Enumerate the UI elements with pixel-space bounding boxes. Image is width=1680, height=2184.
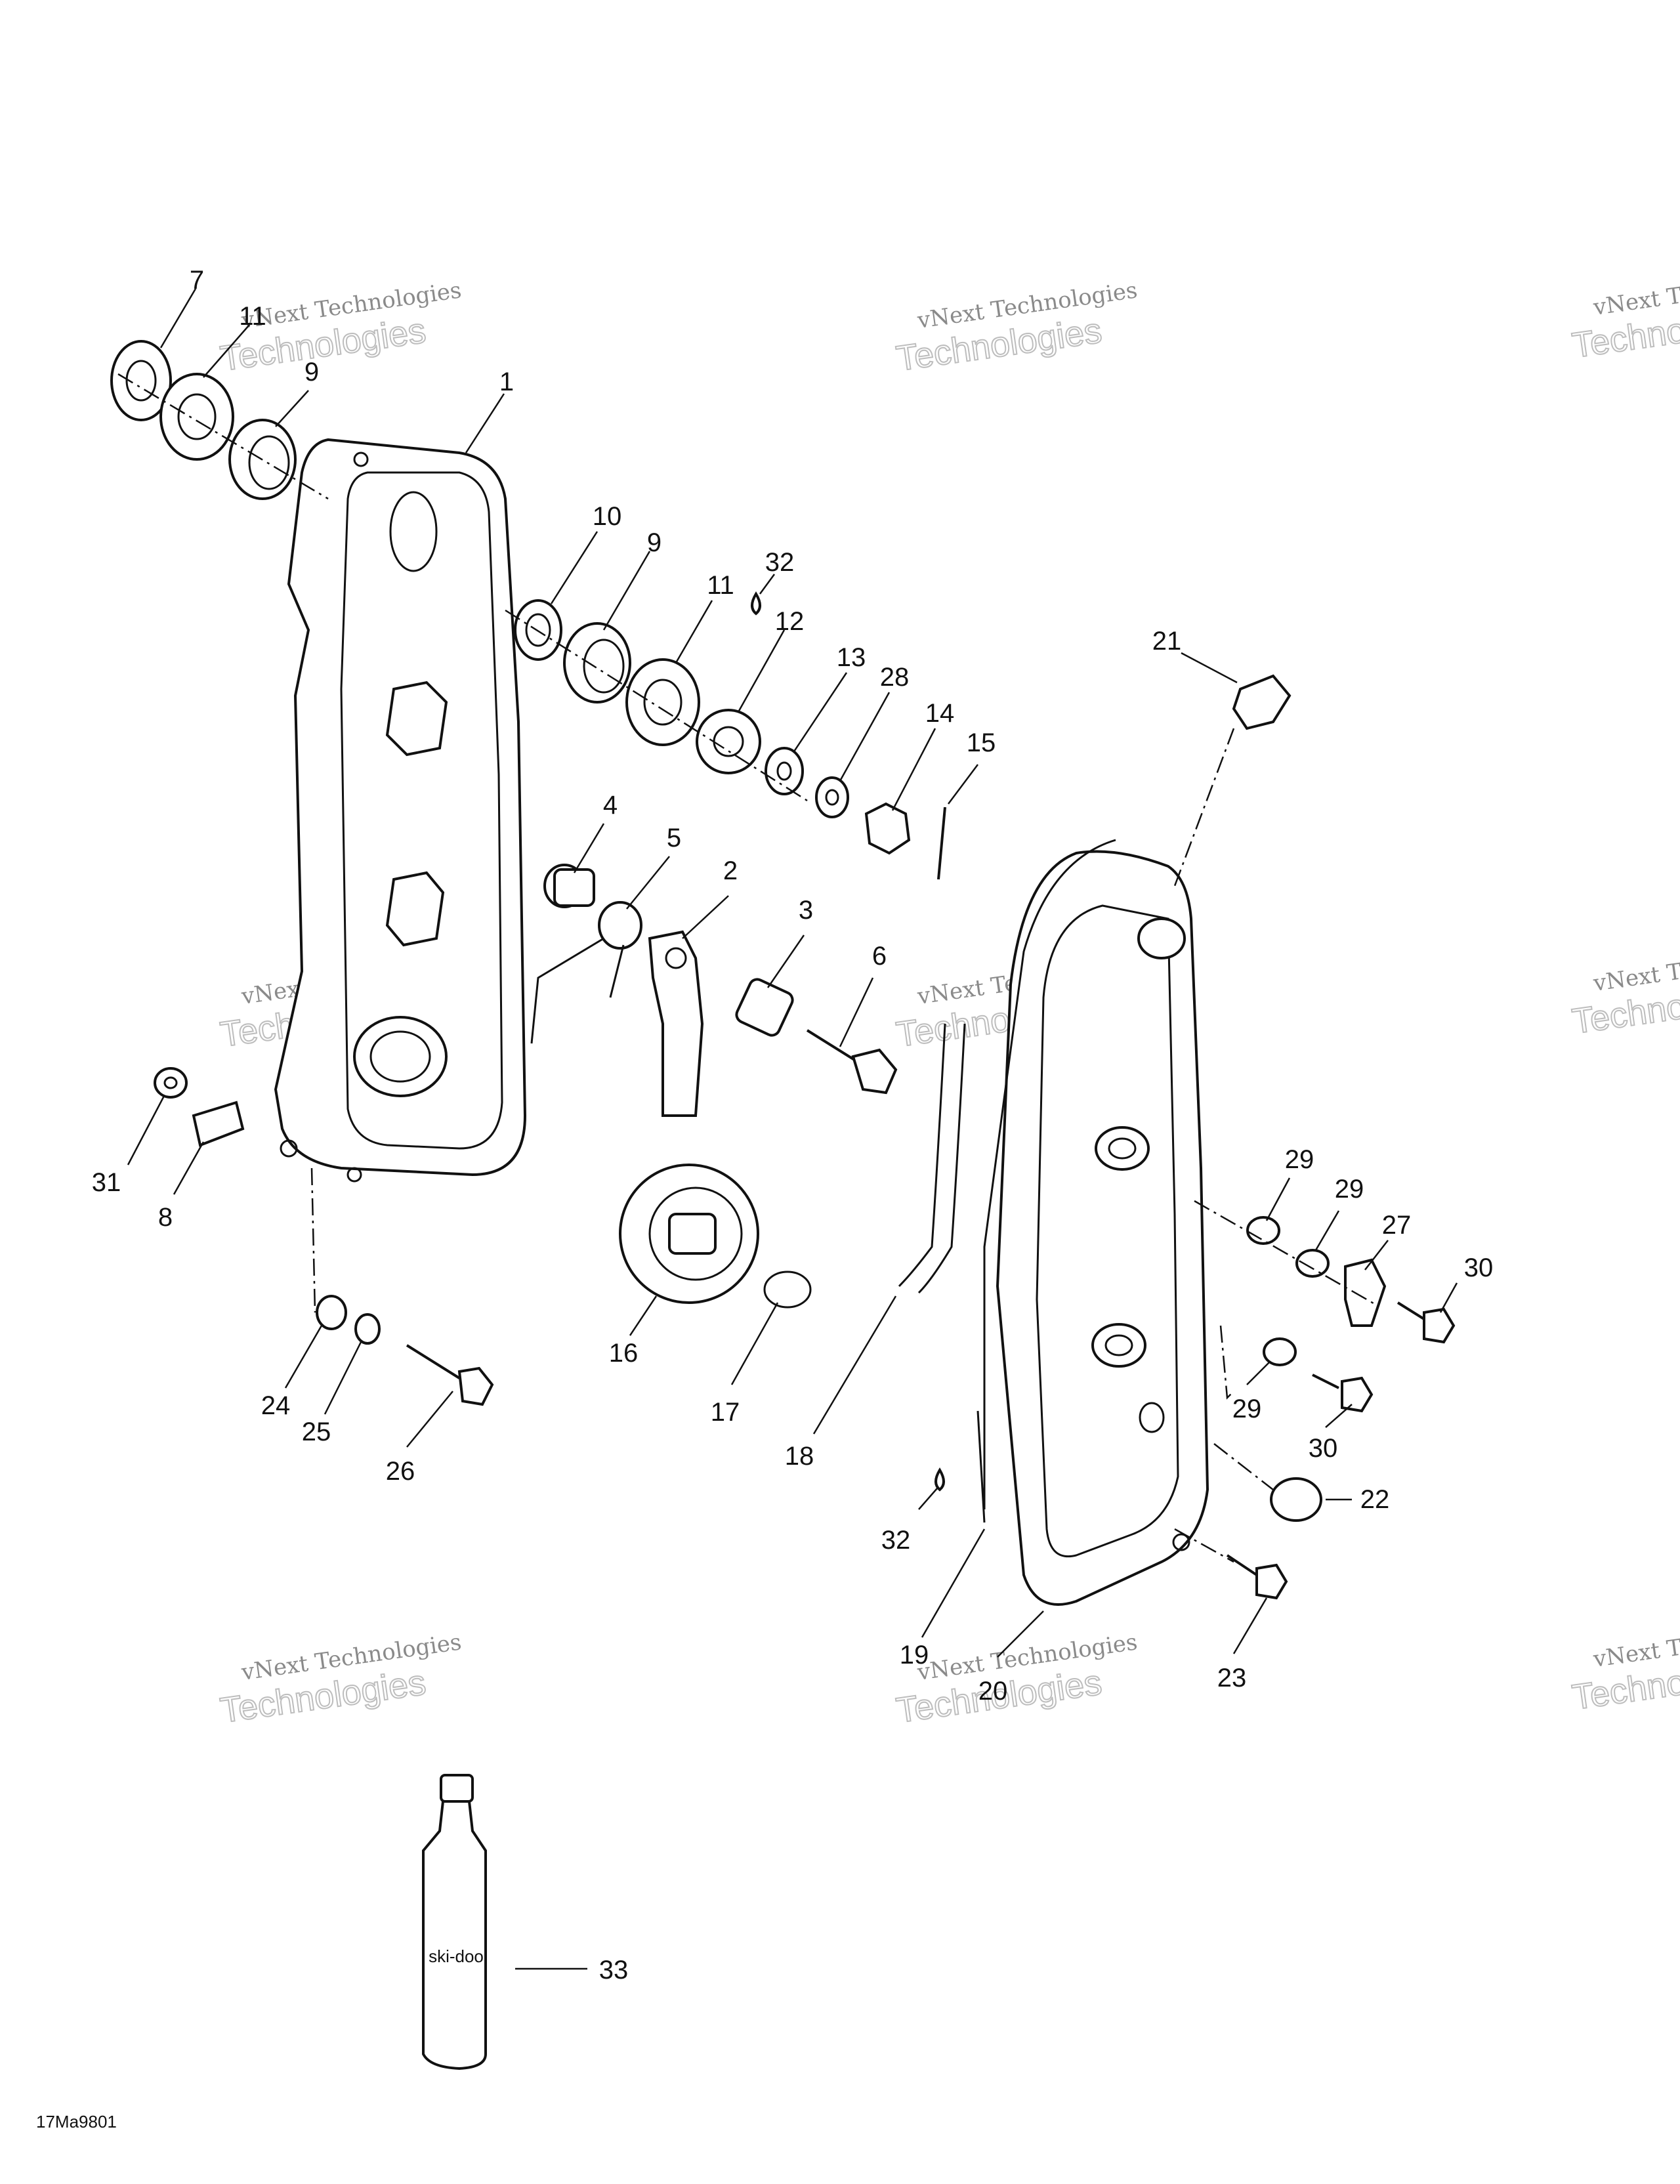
sprocket-12 xyxy=(696,709,761,774)
callout-4: 4 xyxy=(603,791,618,820)
callout-21: 21 xyxy=(1152,627,1182,656)
callout-29a: 29 xyxy=(1285,1145,1314,1174)
callout-26: 26 xyxy=(386,1457,415,1486)
callout-25: 25 xyxy=(302,1418,331,1446)
callout-17: 17 xyxy=(711,1398,740,1427)
chaincase-housing xyxy=(274,438,527,1183)
callout-33: 33 xyxy=(599,1956,629,1984)
callout-29b: 29 xyxy=(1335,1175,1364,1204)
washer-31 xyxy=(154,1067,188,1099)
callout-30b: 30 xyxy=(1309,1434,1338,1463)
callout-14: 14 xyxy=(925,699,955,728)
callout-19: 19 xyxy=(900,1641,929,1670)
callout-29c: 29 xyxy=(1232,1395,1262,1423)
washer-24 xyxy=(316,1295,347,1330)
callout-18: 18 xyxy=(785,1442,814,1471)
callout-6: 6 xyxy=(872,942,887,971)
callout-3: 3 xyxy=(799,896,813,925)
callout-12: 12 xyxy=(775,607,805,636)
circlip-17 xyxy=(763,1270,812,1309)
callout-20: 20 xyxy=(978,1677,1008,1706)
washer-13 xyxy=(765,747,804,795)
callout-5: 5 xyxy=(667,824,681,852)
bearing-11-left xyxy=(159,373,234,461)
nut-14 xyxy=(864,802,911,855)
seal-10 xyxy=(514,599,562,661)
callout-9b: 9 xyxy=(647,528,662,557)
callout-24: 24 xyxy=(261,1391,291,1420)
callout-11b: 11 xyxy=(707,571,734,600)
watermark: vNext Technologies Technologies xyxy=(217,1629,463,1731)
leader-lines xyxy=(127,288,1458,1970)
cotter-pin-15 xyxy=(937,807,946,880)
bushing-4 xyxy=(543,864,595,908)
watermark: vNext Technologies Technologies xyxy=(1569,940,1680,1042)
drop-32-upper xyxy=(751,591,761,616)
sprocket-16 xyxy=(619,1164,759,1304)
watermark: vNext Technologies Technologies xyxy=(1569,264,1680,366)
callout-27: 27 xyxy=(1382,1211,1412,1240)
bolt-26 xyxy=(406,1344,494,1406)
callout-10: 10 xyxy=(593,502,622,531)
bracket-27 xyxy=(1344,1258,1387,1327)
callout-7: 7 xyxy=(190,266,204,295)
callout-2: 2 xyxy=(723,856,738,885)
assembly-lines xyxy=(117,373,1379,1563)
bottle-label: ski-doo xyxy=(429,1946,484,1966)
spring-5 xyxy=(530,901,642,1044)
callout-31: 31 xyxy=(92,1168,121,1197)
oil-bottle: ski-doo xyxy=(422,1774,487,2070)
callout-28: 28 xyxy=(880,663,910,692)
washer-28 xyxy=(815,776,849,818)
spacer-3 xyxy=(735,978,794,1037)
washer-29b xyxy=(1295,1249,1330,1278)
chain-18 xyxy=(898,1023,966,1294)
plug-22 xyxy=(1270,1477,1322,1522)
plug-21 xyxy=(1232,674,1292,730)
callout-22: 22 xyxy=(1360,1485,1390,1514)
callout-16: 16 xyxy=(609,1339,639,1368)
callout-labels: 7 11 9 1 10 9 32 11 12 13 28 14 15 21 4 … xyxy=(92,266,1494,1984)
callout-8: 8 xyxy=(158,1203,173,1232)
callout-15: 15 xyxy=(967,728,996,757)
callout-30a: 30 xyxy=(1464,1253,1494,1282)
bolt-23 xyxy=(1226,1554,1288,1600)
bushing-9 xyxy=(563,622,631,704)
chaincase-cover xyxy=(976,839,1209,1606)
washer-29a xyxy=(1246,1216,1280,1245)
bolt-30b xyxy=(1312,1374,1374,1413)
callout-32b: 32 xyxy=(881,1526,911,1555)
watermark: vNext Technologies Technologies xyxy=(1569,1616,1680,1718)
washer-29c xyxy=(1263,1337,1297,1366)
callout-11: 11 xyxy=(239,302,266,331)
washer-25 xyxy=(354,1313,381,1345)
callout-13: 13 xyxy=(837,643,866,672)
bearing-11 xyxy=(625,658,700,746)
tensioner-arm-2 xyxy=(648,930,704,1117)
callout-32: 32 xyxy=(765,548,795,577)
bolt-6 xyxy=(806,1029,898,1095)
clip-8 xyxy=(192,1101,245,1147)
bolt-30a xyxy=(1396,1301,1456,1344)
callout-23: 23 xyxy=(1217,1664,1247,1692)
drop-32-lower xyxy=(934,1467,945,1492)
figure-code: 17Ma9801 xyxy=(36,2112,117,2132)
watermark: vNext Technologies Technologies xyxy=(893,277,1139,379)
seal-7 xyxy=(110,340,172,421)
callout-9: 9 xyxy=(304,358,319,387)
callout-1: 1 xyxy=(499,368,514,396)
